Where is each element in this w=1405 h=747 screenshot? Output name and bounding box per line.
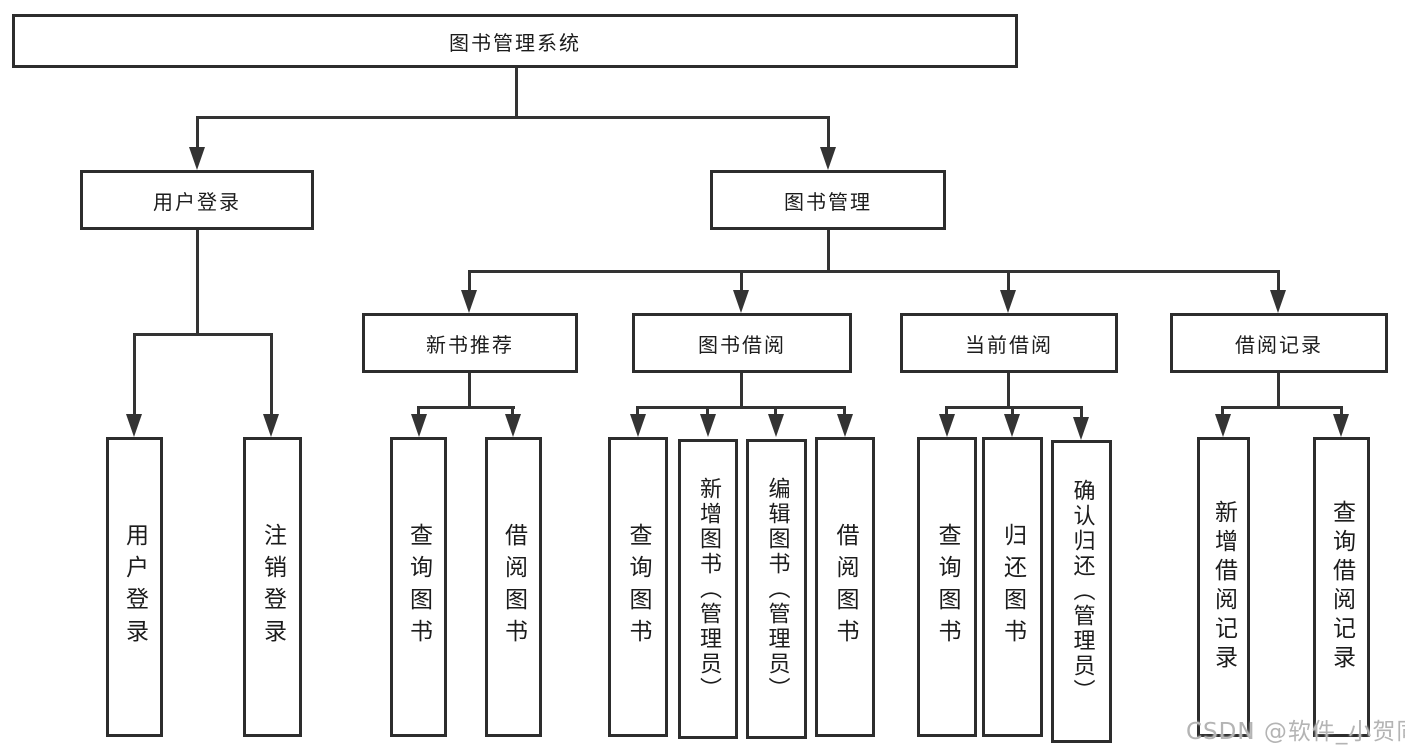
- node-label: 用户登录: [121, 523, 148, 651]
- leaf-query-books-recommend: 查询图书: [390, 437, 447, 737]
- connector-vline: [1277, 371, 1280, 409]
- arrow-down-icon: [768, 414, 784, 437]
- leaf-query-borrow-record: 查询借阅记录: [1313, 437, 1370, 737]
- arrow-down-icon: [630, 414, 646, 437]
- connector-hline: [133, 333, 273, 336]
- connector-hline: [469, 270, 1280, 273]
- node-label: 图书借阅: [698, 332, 786, 357]
- connector-hline: [1222, 406, 1343, 409]
- connector-vline: [636, 406, 639, 416]
- arrow-down-icon: [820, 147, 836, 170]
- node-label: 借阅图书: [832, 523, 858, 651]
- node-label: 用户登录: [153, 189, 241, 214]
- connector-vline: [945, 406, 948, 416]
- leaf-borrow-books-recommend: 借阅图书: [485, 437, 542, 737]
- node-label: 借阅图书: [500, 523, 527, 651]
- leaf-return-books: 归还图书: [982, 437, 1043, 737]
- arrow-down-icon: [189, 147, 205, 170]
- node-label: 查询借阅记录: [1328, 500, 1355, 674]
- connector-hline: [637, 406, 846, 409]
- connector-vline: [1007, 270, 1010, 293]
- leaf-logout: 注销登录: [243, 437, 302, 737]
- arrow-down-icon: [939, 414, 955, 437]
- connector-vline: [1011, 406, 1014, 416]
- node-label: 借阅记录: [1235, 332, 1323, 357]
- connector-vline: [706, 406, 709, 416]
- node-label: 新增图书（管理员）: [696, 476, 721, 702]
- connector-vline: [843, 406, 846, 416]
- node-label: 查询图书: [625, 523, 651, 651]
- arrow-down-icon: [1215, 414, 1231, 437]
- node-current-borrowing: 当前借阅: [900, 313, 1118, 373]
- node-label: 当前借阅: [965, 332, 1053, 357]
- connector-vline: [515, 66, 518, 118]
- leaf-add-borrow-record: 新增借阅记录: [1197, 437, 1250, 737]
- node-label: 图书管理: [784, 189, 872, 214]
- node-label: 新增借阅记录: [1210, 500, 1237, 674]
- connector-hline: [946, 406, 1083, 409]
- connector-vline: [1221, 406, 1224, 416]
- leaf-add-books-admin: 新增图书（管理员）: [678, 439, 738, 739]
- arrow-down-icon: [263, 414, 279, 437]
- connector-vline: [133, 333, 136, 416]
- leaf-query-books-current: 查询图书: [917, 437, 977, 737]
- arrow-down-icon: [733, 290, 749, 313]
- node-new-book-recommend: 新书推荐: [362, 313, 578, 373]
- connector-vline: [1340, 406, 1343, 416]
- connector-vline: [468, 270, 471, 293]
- connector-vline: [468, 371, 471, 409]
- node-label: 新书推荐: [426, 332, 514, 357]
- arrow-down-icon: [505, 414, 521, 437]
- connector-hline: [418, 406, 515, 409]
- connector-vline: [417, 406, 420, 416]
- connector-vline: [1080, 406, 1083, 419]
- node-label: 确认归还（管理员）: [1069, 479, 1095, 704]
- connector-vline: [1007, 371, 1010, 409]
- node-label: 注销登录: [259, 523, 286, 651]
- leaf-confirm-return-admin: 确认归还（管理员）: [1051, 440, 1112, 743]
- node-label: 编辑图书（管理员）: [764, 476, 790, 702]
- arrow-down-icon: [461, 290, 477, 313]
- connector-vline: [740, 371, 743, 409]
- leaf-query-books-borrowing: 查询图书: [608, 437, 668, 737]
- connector-vline: [740, 270, 743, 293]
- node-label: 查询图书: [934, 523, 960, 651]
- node-user-login: 用户登录: [80, 170, 314, 230]
- node-label: 归还图书: [999, 523, 1026, 651]
- connector-vline: [774, 406, 777, 416]
- arrow-down-icon: [1333, 414, 1349, 437]
- leaf-edit-books-admin: 编辑图书（管理员）: [746, 439, 807, 739]
- leaf-borrow-books-borrowing: 借阅图书: [815, 437, 875, 737]
- arrow-down-icon: [1073, 417, 1089, 440]
- arrow-down-icon: [1000, 290, 1016, 313]
- arrow-down-icon: [1270, 290, 1286, 313]
- connector-vline: [827, 228, 830, 273]
- node-library-system: 图书管理系统: [12, 14, 1018, 68]
- watermark: CSDN @软件_小贺同学: [1186, 719, 1405, 745]
- arrow-down-icon: [126, 414, 142, 437]
- connector-vline: [196, 228, 199, 336]
- connector-vline: [511, 406, 514, 416]
- node-book-borrowing: 图书借阅: [632, 313, 852, 373]
- arrow-down-icon: [837, 414, 853, 437]
- connector-vline: [827, 116, 830, 149]
- arrow-down-icon: [1004, 414, 1020, 437]
- connector-hline: [196, 116, 830, 119]
- node-label: 图书管理系统: [449, 30, 581, 55]
- arrow-down-icon: [700, 414, 716, 437]
- connector-vline: [270, 333, 273, 416]
- connector-vline: [196, 116, 199, 149]
- leaf-user-login: 用户登录: [106, 437, 163, 737]
- node-book-management: 图书管理: [710, 170, 946, 230]
- arrow-down-icon: [411, 414, 427, 437]
- node-borrowing-records: 借阅记录: [1170, 313, 1388, 373]
- connector-vline: [1277, 270, 1280, 293]
- node-label: 查询图书: [405, 523, 432, 651]
